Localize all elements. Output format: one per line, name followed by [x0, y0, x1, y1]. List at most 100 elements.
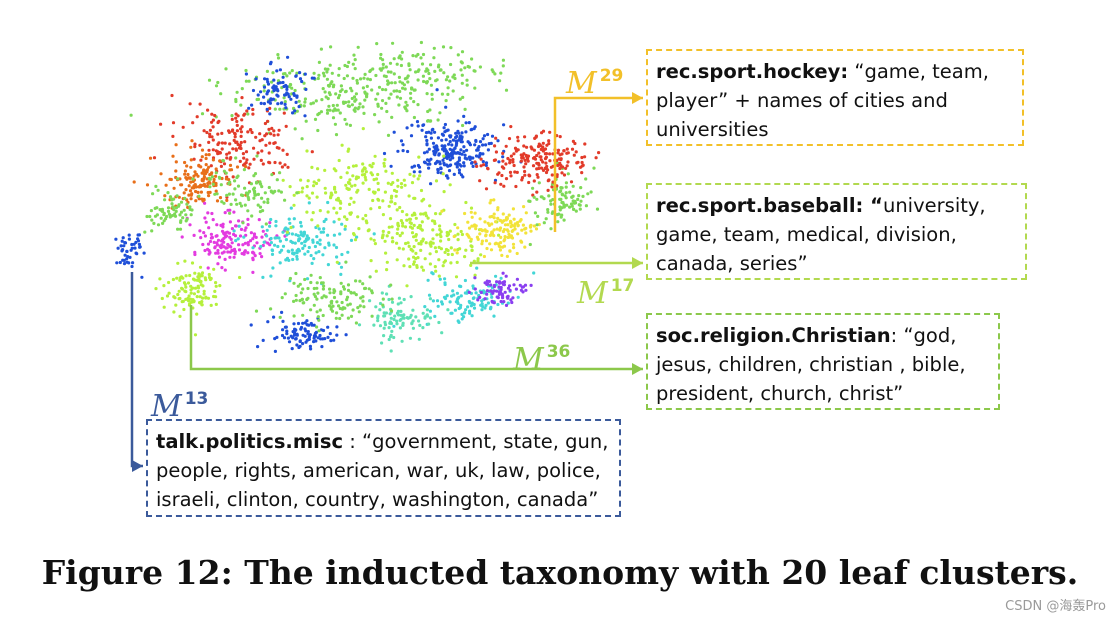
scatter-point: [393, 202, 397, 206]
hockey-arrow-arrowhead: [632, 92, 643, 104]
scatter-point: [299, 230, 303, 234]
scatter-point: [294, 293, 298, 298]
scatter-point: [444, 247, 449, 252]
scatter-point: [170, 202, 174, 206]
scatter-point: [240, 96, 244, 100]
scatter-point: [208, 128, 212, 132]
scatter-point: [349, 314, 354, 318]
scatter-point: [424, 241, 428, 245]
scatter-point: [320, 98, 324, 102]
scatter-point: [200, 177, 204, 181]
scatter-point: [218, 159, 222, 163]
scatter-point: [345, 171, 349, 175]
scatter-point: [188, 176, 192, 180]
scatter-point: [276, 56, 281, 60]
scatter-point: [211, 182, 215, 186]
scatter-point: [198, 295, 202, 299]
scatter-point: [484, 233, 488, 237]
scatter-point: [258, 205, 263, 209]
scatter-point: [412, 211, 416, 215]
scatter-point: [130, 264, 134, 269]
scatter-point: [193, 271, 197, 275]
scatter-point: [577, 203, 581, 207]
scatter-point: [440, 92, 444, 96]
scatter-point: [216, 238, 221, 242]
scatter-point: [492, 228, 496, 232]
scatter-point: [317, 227, 321, 231]
scatter-point: [201, 242, 205, 247]
scatter-point: [362, 76, 366, 80]
scatter-point: [249, 323, 253, 327]
scatter-point: [251, 107, 255, 112]
scatter-point: [441, 172, 445, 176]
scatter-point: [410, 181, 415, 185]
scatter-point: [189, 297, 193, 301]
scatter-point: [162, 284, 166, 288]
scatter-point: [335, 255, 339, 259]
scatter-point: [421, 212, 426, 216]
scatter-point: [180, 235, 184, 239]
scatter-point: [450, 156, 454, 160]
scatter-point: [562, 203, 566, 207]
scatter-point: [361, 105, 365, 109]
scatter-point: [533, 136, 537, 140]
scatter-point: [364, 178, 368, 182]
scatter-point: [381, 199, 385, 203]
scatter-point: [457, 156, 461, 160]
scatter-point: [384, 74, 388, 79]
scatter-point: [496, 206, 500, 210]
scatter-point: [219, 92, 223, 96]
scatter-point: [383, 320, 387, 324]
scatter-point: [228, 211, 232, 215]
scatter-point: [165, 294, 170, 298]
scatter-point: [322, 284, 326, 288]
scatter-point: [291, 111, 295, 115]
scatter-point: [431, 272, 435, 276]
scatter-point: [231, 175, 235, 179]
scatter-point: [381, 229, 385, 233]
scatter-point: [289, 225, 293, 230]
scatter-point: [380, 99, 385, 103]
scatter-point: [469, 244, 473, 248]
scatter-point: [496, 302, 500, 307]
scatter-point: [256, 192, 260, 196]
scatter-point: [518, 283, 522, 287]
scatter-point: [430, 97, 434, 101]
scatter-point: [269, 132, 273, 136]
scatter-point: [206, 108, 210, 112]
scatter-point: [411, 54, 415, 58]
scatter-point: [501, 159, 505, 163]
scatter-point: [310, 76, 314, 80]
scatter-point: [240, 87, 244, 91]
scatter-point: [211, 118, 215, 122]
scatter-point: [232, 247, 237, 251]
scatter-point: [341, 306, 345, 310]
scatter-point: [470, 161, 474, 165]
scatter-point: [337, 158, 341, 163]
scatter-point: [492, 289, 496, 293]
scatter-point: [381, 297, 385, 301]
scatter-point: [220, 239, 224, 243]
scatter-point: [305, 323, 309, 327]
scatter-point: [363, 72, 367, 76]
scatter-point: [243, 162, 247, 166]
scatter-point: [262, 95, 266, 99]
scatter-point: [466, 220, 470, 224]
scatter-point: [511, 160, 515, 164]
scatter-point: [345, 74, 349, 78]
scatter-point: [448, 300, 452, 304]
scatter-point: [223, 211, 227, 215]
scatter-point: [560, 193, 565, 197]
scatter-point: [405, 213, 409, 217]
scatter-point: [273, 107, 277, 111]
scatter-point: [519, 159, 524, 163]
scatter-point: [400, 185, 404, 189]
scatter-point: [326, 233, 330, 237]
scatter-point: [483, 297, 487, 301]
scatter-point: [303, 327, 307, 331]
scatter-point: [424, 69, 428, 73]
scatter-point: [316, 291, 320, 295]
scatter-point: [332, 220, 336, 224]
scatter-point: [488, 215, 492, 219]
